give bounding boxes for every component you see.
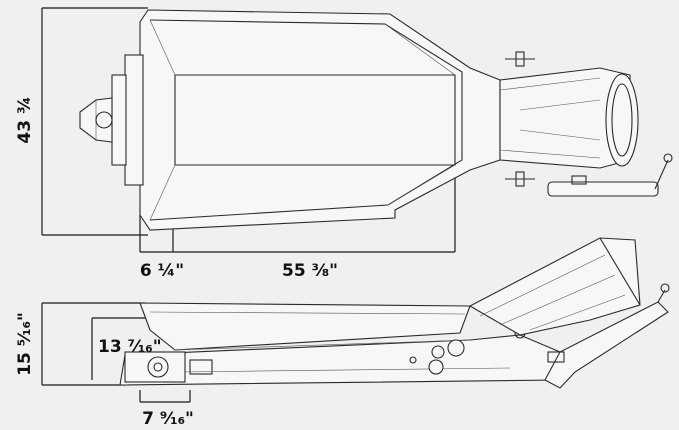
chute-line-1 — [479, 254, 606, 317]
support-clamp — [547, 351, 565, 363]
side-gearbox — [189, 359, 213, 375]
trough-body — [139, 302, 471, 351]
roller-3 — [428, 359, 444, 375]
top-depth-b-label: 55 ⅜" — [282, 261, 338, 281]
cone-line-1 — [499, 77, 601, 91]
roller-1 — [431, 345, 445, 359]
crank-clamp — [571, 175, 587, 185]
frame-rail-2 — [179, 367, 511, 373]
cone-line-4 — [519, 129, 601, 141]
frame-rail-1 — [174, 339, 471, 351]
side-drive-housing — [124, 351, 186, 383]
drive-hub — [95, 111, 113, 129]
crank-tube — [547, 181, 659, 197]
top-depth-a-label: 6 ¼" — [140, 261, 184, 281]
side-drive-hub — [153, 362, 163, 372]
roller-2 — [447, 339, 465, 357]
top-view: 43 ¾ 6 ¼" 55 ⅜" — [15, 7, 673, 281]
bolt-1 — [409, 356, 417, 364]
cone-line-2 — [499, 149, 601, 159]
discharge-flange — [605, 73, 639, 167]
support-arm-knob — [660, 283, 670, 293]
hopper-inner-edge — [149, 19, 463, 221]
side-base-label: 7 ⁹⁄₁₆" — [142, 409, 194, 429]
incline-chute — [468, 237, 641, 336]
hopper-body — [139, 9, 501, 231]
crank-arm — [654, 159, 669, 190]
hopper-corner-bl — [149, 164, 176, 221]
side-height-label: 15 ⁵⁄₁₆" — [15, 312, 35, 376]
hopper-corner-tl — [149, 19, 176, 76]
hopper-corner-br — [387, 164, 456, 206]
crank-knob — [663, 153, 673, 163]
side-view: 15 ⁵⁄₁₆" 13 ⁷⁄₁₆" 7 ⁹⁄₁₆" — [15, 237, 670, 429]
trough-lip — [149, 311, 466, 315]
cone-line-3 — [519, 99, 601, 111]
hopper-corner-tr — [384, 23, 456, 76]
chute-line-3 — [529, 294, 626, 331]
chute-end — [599, 237, 641, 306]
drive-housing — [124, 54, 144, 186]
side-drive-pulley — [147, 356, 169, 378]
discharge-opening — [611, 83, 633, 157]
drive-flange — [111, 74, 127, 166]
top-height-label: 43 ¾ — [15, 96, 35, 143]
chute-line-2 — [499, 274, 616, 326]
